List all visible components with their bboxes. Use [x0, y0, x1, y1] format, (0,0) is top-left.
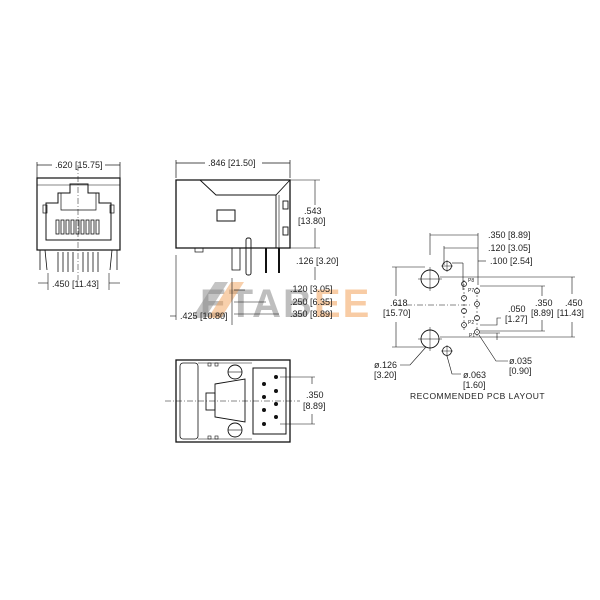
pin-label-p1: P1: [469, 333, 476, 339]
side-front-offset: .425 [10.80]: [180, 311, 228, 321]
watermark: ETABEE: [200, 282, 372, 326]
pcb-dim-450-mm: [11.43]: [557, 308, 584, 318]
pcb-layout-caption: RECOMMENDED PCB LAYOUT: [410, 391, 546, 401]
front-view: [36, 162, 121, 290]
pin-label-p8: P8: [468, 278, 475, 284]
pcb-hole-035-mm: [0.90]: [509, 366, 532, 376]
pcb-dim-100: .100 [2.54]: [490, 256, 533, 266]
bottom-pin-span-in: .350: [306, 390, 324, 400]
pcb-dim-050-in: .050: [508, 304, 526, 314]
pcb-layout: [392, 233, 575, 375]
pcb-hole-063-in: ø.063: [463, 370, 487, 380]
pin-label-p7: P7: [468, 288, 475, 294]
pcb-dim-350v-in: .350: [535, 298, 553, 308]
pcb-dim-618-mm: [15.70]: [383, 308, 411, 318]
side-offset-250: .250 [6.35]: [290, 297, 333, 307]
bottom-view: [165, 359, 315, 443]
side-view: [170, 160, 320, 325]
side-offset-350: .350 [8.89]: [290, 309, 333, 319]
pcb-dim-618-in: .618: [390, 298, 408, 308]
pcb-dim-350v-mm: [8.89]: [531, 308, 554, 318]
front-width-dim: .620 [15.75]: [55, 160, 103, 170]
side-offset-120: .120 [3.05]: [290, 284, 333, 294]
bottom-pin-span-mm: [8.89]: [303, 401, 326, 411]
side-length-dim: .846 [21.50]: [208, 158, 256, 168]
pcb-hole-126-mm: [3.20]: [374, 370, 397, 380]
pcb-dim-050-mm: [1.27]: [505, 314, 528, 324]
side-height-dim-in: .543: [304, 206, 322, 216]
pcb-hole-126-in: ø.126: [374, 360, 398, 370]
pin-label-p2: P2: [468, 320, 475, 326]
side-height-dim-mm: [13.80]: [298, 216, 326, 226]
pcb-dim-120: .120 [3.05]: [488, 243, 531, 253]
pcb-hole-035-in: ø.035: [509, 356, 533, 366]
pcb-dim-450-in: .450: [565, 298, 583, 308]
pcb-dim-350: .350 [8.89]: [488, 230, 531, 240]
watermark-logo-icon: [192, 282, 244, 318]
pcb-hole-063-mm: [1.60]: [463, 380, 486, 390]
side-pin-length-dim: .126 [3.20]: [296, 256, 339, 266]
front-pin-span-dim: .450 [11.43]: [52, 279, 99, 289]
